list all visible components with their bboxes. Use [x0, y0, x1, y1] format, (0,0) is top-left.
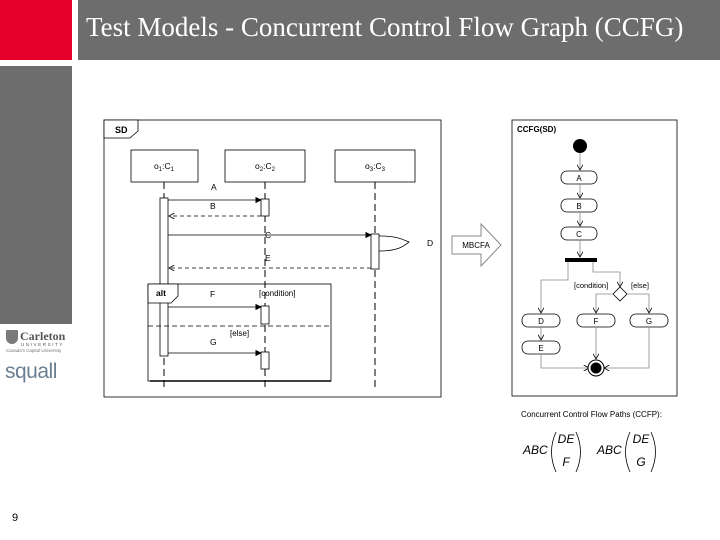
ccfg-edge-fork-decision: [592, 262, 620, 287]
message-c-label: C: [265, 230, 271, 240]
activation-o2-g: [260, 351, 270, 370]
carleton-logo: Carleton UNIVERSITY Canada's Capital Uni…: [6, 329, 70, 356]
mbcfa-block-arrow: [451, 222, 502, 268]
ccfp-path2-right-paren: [650, 431, 656, 473]
activation-o2-b: [260, 198, 270, 217]
alt-guard-condition: [condition]: [259, 289, 295, 298]
squall-wordmark: squall: [5, 360, 57, 383]
alt-guard-else: [else]: [230, 329, 249, 338]
message-d-self: [378, 235, 410, 252]
mbcfa-arrow: MBCFA: [451, 222, 502, 268]
ccfg-node-a: [560, 170, 598, 185]
ccfg-node-c: [560, 226, 598, 241]
message-d-label: D: [427, 238, 433, 248]
ccfg-guard-else: [else]: [631, 281, 649, 290]
alt-fragment-label: alt: [156, 288, 166, 298]
message-b-label: B: [210, 201, 216, 211]
carleton-name: Carleton: [20, 329, 66, 343]
ccfg-fork-bar: [565, 258, 597, 262]
ccfg-decision-node: [612, 286, 628, 302]
ccfg-diagram: CCFG(SD) A B C [condition] [else] D F G …: [511, 119, 678, 397]
slide-title: Test Models - Concurrent Control Flow Gr…: [86, 12, 684, 42]
message-f-label: F: [210, 289, 215, 299]
ccfg-node-e-label: E: [538, 344, 543, 353]
ccfg-node-c-label: C: [576, 230, 582, 239]
ccfp-path2-bottom: G: [636, 455, 645, 469]
ccfg-edge-decision-f: [596, 293, 613, 313]
header-red-block: [0, 0, 72, 60]
ccfg-edge-e-final: [540, 354, 589, 368]
message-g-label: G: [210, 337, 217, 347]
ccfp-path1-left-paren: [551, 431, 557, 473]
ccfp-path1-prefix: ABC: [522, 443, 548, 457]
message-e-label: E: [265, 253, 271, 263]
ccfg-node-b-label: B: [576, 202, 581, 211]
ccfp-heading: Concurrent Control Flow Paths (CCFP):: [521, 410, 662, 419]
title-bar: Test Models - Concurrent Control Flow Gr…: [78, 0, 720, 60]
ccfg-initial-node: [573, 139, 587, 153]
ccfg-node-d-label: D: [538, 317, 544, 326]
carleton-shield-icon: [6, 330, 18, 344]
message-a-label: A: [211, 182, 217, 192]
ccfg-final-node: [590, 362, 602, 374]
ccfg-node-g-label: G: [646, 317, 652, 326]
squall-logo: squall: [5, 360, 71, 390]
sidebar-gray-block: [0, 66, 72, 324]
ccfp-path1-bottom: F: [562, 455, 570, 469]
lifeline-head-o2: [224, 149, 306, 183]
ccfg-frame-label: CCFG(SD): [517, 125, 556, 134]
sequence-diagram: SD o1:C1 o2:C2 o3:C3 A B C D E alt [cond: [103, 119, 442, 398]
carleton-tagline: Canada's Capital University: [6, 348, 62, 353]
carleton-subtitle: UNIVERSITY: [21, 342, 65, 347]
ccfg-edge-decision-g: [627, 293, 649, 313]
ccfg-node-f-label: F: [594, 317, 599, 326]
activation-o2-f: [260, 305, 270, 325]
lifeline-head-o3: [334, 149, 416, 183]
ccfg-node-a-label: A: [576, 174, 582, 183]
activation-o1: [159, 197, 169, 357]
alt-fragment-tab: [147, 283, 179, 304]
mbcfa-label: MBCFA: [462, 241, 490, 250]
sd-frame-tab: [103, 119, 139, 139]
ccfp-path2-prefix: ABC: [596, 443, 622, 457]
ccfg-edge-g-final: [604, 327, 650, 368]
sd-frame-label: SD: [115, 125, 128, 135]
ccfg-edge-fork-d: [541, 262, 569, 313]
ccfp-path1-top: DE: [558, 432, 576, 446]
ccfp-path2-left-paren: [625, 431, 631, 473]
ccfp-section: Concurrent Control Flow Paths (CCFP): AB…: [521, 410, 662, 473]
ccfg-guard-condition: [condition]: [574, 281, 608, 290]
ccfp-path1-right-paren: [575, 431, 581, 473]
ccfp-path2-top: DE: [633, 432, 651, 446]
page-number: 9: [12, 512, 19, 524]
activation-o3-c: [370, 233, 380, 270]
ccfg-node-b: [560, 198, 598, 213]
